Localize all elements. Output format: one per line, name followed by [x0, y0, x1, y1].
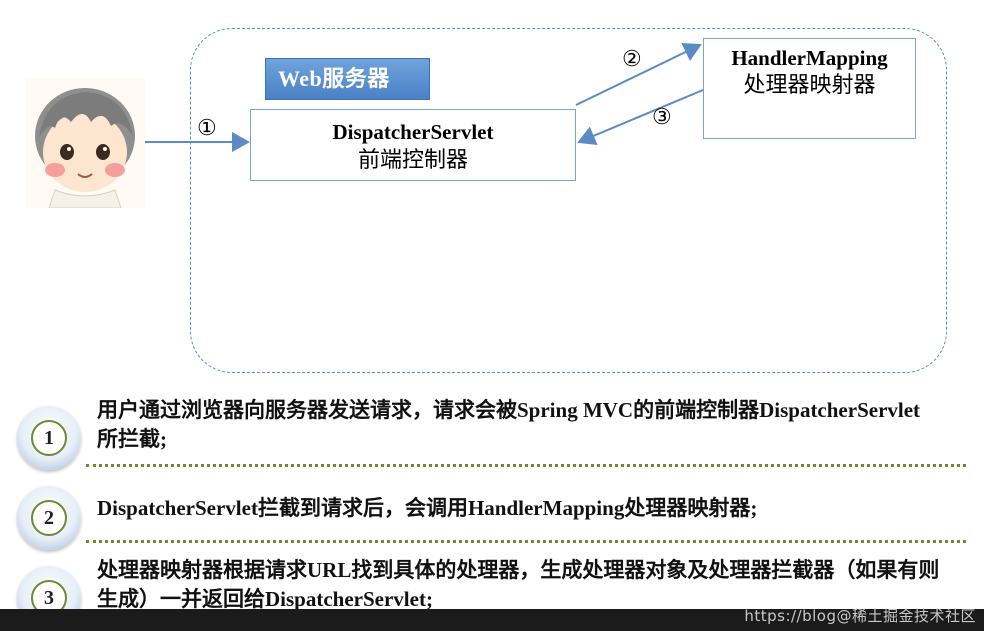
user-avatar-icon: [25, 78, 145, 208]
dispatcher-name: DispatcherServlet: [332, 120, 494, 144]
step-2-text: DispatcherServlet拦截到请求后，会调用HandlerMappin…: [97, 496, 758, 520]
step-2-badge: 2: [17, 486, 81, 550]
web-server-region: [190, 28, 947, 373]
web-server-label: Web服务器: [265, 58, 430, 100]
handler-mapping-subtitle: 处理器映射器: [743, 72, 876, 97]
step-1-badge: 1: [17, 406, 81, 470]
arrow-label-step1: ①: [197, 115, 217, 140]
step-1-number: 1: [31, 420, 67, 456]
step-separator: [86, 540, 966, 543]
handler-mapping-box: HandlerMapping 处理器映射器: [703, 38, 916, 139]
dispatcher-subtitle: 前端控制器: [357, 147, 468, 172]
dispatcher-servlet-box: DispatcherServlet 前端控制器: [250, 109, 576, 181]
handler-mapping-name: HandlerMapping: [731, 46, 888, 70]
arrow-label-step2: ②: [622, 46, 642, 71]
arrow-label-step3: ③: [652, 104, 672, 129]
arrow-step2: [575, 42, 702, 106]
step-1-text: 用户通过浏览器向服务器发送请求，请求会被Spring MVC的前端控制器Disp…: [97, 398, 921, 451]
arrow-step3: [577, 89, 704, 146]
step-3-text: 处理器映射器根据请求URL找到具体的处理器，生成处理器对象及处理器拦截器（如果有…: [97, 558, 940, 611]
step-separator: [86, 464, 966, 467]
bottom-bar: [0, 609, 984, 631]
watermark: https://blog@稀土掘金技术社区: [744, 607, 976, 625]
step-2-number: 2: [31, 500, 67, 536]
